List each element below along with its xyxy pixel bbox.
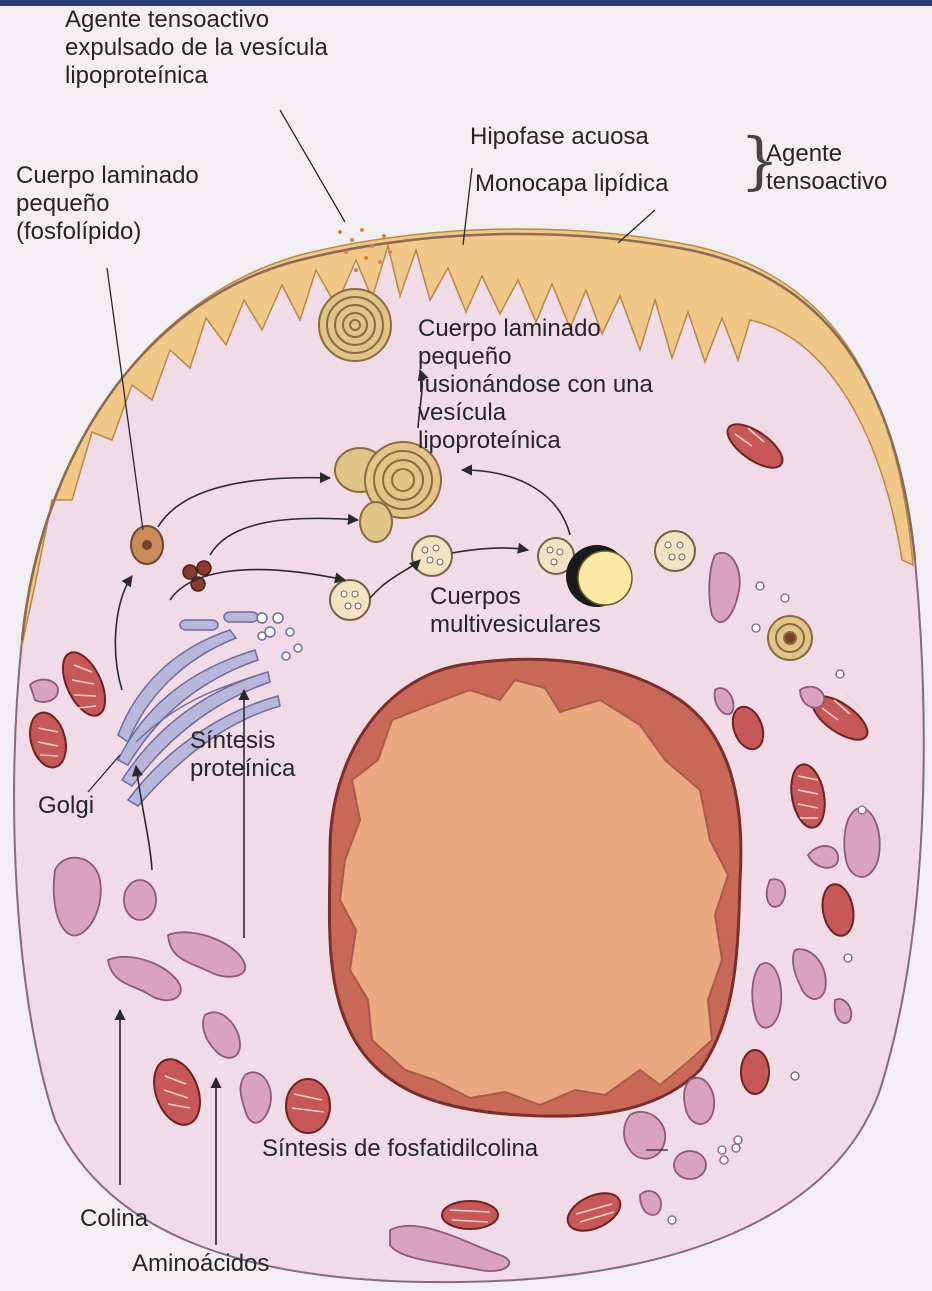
lamellar-body-at-membrane bbox=[319, 289, 391, 361]
label-aminoacidos: Aminoácidos bbox=[132, 1250, 269, 1278]
label-golgi: Golgi bbox=[38, 792, 94, 820]
label-hipofase-acuosa: Hipofase acuosa bbox=[470, 123, 649, 151]
small-lamellar-body bbox=[131, 526, 163, 564]
lamellar-body-right bbox=[768, 616, 812, 660]
label-sintesis-proteinica: Síntesis proteínica bbox=[190, 727, 295, 783]
label-agente-expulsado: Agente tensoactivo expulsado de la vesíc… bbox=[65, 6, 328, 90]
label-colina: Colina bbox=[80, 1205, 148, 1233]
label-agente-tensoactivo: Agente tensoactivo bbox=[766, 140, 887, 196]
label-monocapa-lipidica: Monocapa lipídica bbox=[475, 170, 668, 198]
label-cuerpos-multivesiculares: Cuerpos multivesiculares bbox=[430, 583, 601, 639]
label-cuerpo-fusionandose: Cuerpo laminado pequeño fusionándose con… bbox=[418, 315, 653, 455]
label-cuerpo-laminado-pequeno: Cuerpo laminado pequeño (fosfolípido) bbox=[16, 162, 199, 246]
label-sintesis-fosfatidilcolina: Síntesis de fosfatidilcolina bbox=[262, 1135, 538, 1163]
